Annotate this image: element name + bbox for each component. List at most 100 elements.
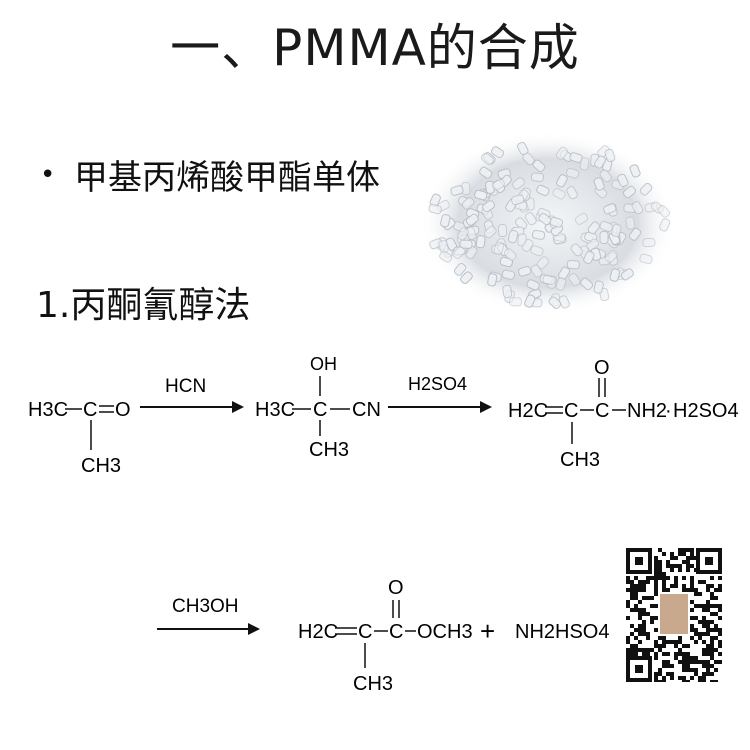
qr-module xyxy=(654,672,658,676)
mma-och3: OCH3 xyxy=(417,621,473,643)
qr-module xyxy=(634,636,638,640)
qr-module xyxy=(694,592,698,596)
qr-module xyxy=(690,624,694,628)
qr-module xyxy=(646,596,650,600)
qr-module xyxy=(710,664,714,668)
pellet xyxy=(565,167,580,179)
pellet xyxy=(631,201,644,215)
qr-module xyxy=(654,592,658,596)
qr-module xyxy=(630,648,634,652)
qr-module xyxy=(650,620,654,624)
pellet xyxy=(622,185,636,199)
qr-module xyxy=(670,584,674,588)
qr-module xyxy=(698,604,702,608)
qr-module xyxy=(694,656,698,660)
pellet xyxy=(526,279,540,291)
qr-module xyxy=(654,568,658,572)
qr-module xyxy=(706,628,710,632)
qr-module xyxy=(718,628,722,632)
qr-module xyxy=(662,644,666,648)
qr-module xyxy=(710,636,714,640)
qr-module xyxy=(714,660,718,664)
pellet xyxy=(450,185,464,196)
qr-module xyxy=(710,640,714,644)
qr-module xyxy=(662,660,666,664)
pellet xyxy=(512,177,526,190)
qr-module xyxy=(654,604,658,608)
qr-module xyxy=(690,676,694,680)
qr-module xyxy=(682,560,686,564)
qr-module xyxy=(654,676,658,680)
qr-module xyxy=(710,612,714,616)
qr-module xyxy=(638,628,642,632)
qr-module xyxy=(714,680,718,682)
qr-module xyxy=(686,556,690,560)
qr-module xyxy=(662,636,666,640)
pellet xyxy=(479,166,493,179)
acetone-ch3: CH3 xyxy=(81,455,121,477)
reaction-1: H3C C O CH3 HCN H3C C OH CN CH3 H2SO4 H2… xyxy=(28,354,739,477)
mma-structure: H2C C C O OCH3 CH3 xyxy=(298,577,473,695)
qr-module xyxy=(706,632,710,636)
pellet xyxy=(629,164,641,178)
qr-module xyxy=(690,548,694,552)
pellet xyxy=(617,173,629,188)
qr-module xyxy=(718,588,722,592)
qr-module xyxy=(682,664,686,668)
qr-code-image xyxy=(626,548,722,682)
qr-module xyxy=(698,636,702,640)
bullet-text: 甲基丙烯酸甲酯单体 xyxy=(74,158,380,198)
qr-module xyxy=(638,632,642,636)
pellet xyxy=(538,213,552,226)
qr-module xyxy=(690,668,694,672)
qr-module xyxy=(626,636,630,640)
qr-module xyxy=(658,644,662,648)
qr-module xyxy=(690,556,694,560)
qr-module xyxy=(694,628,698,632)
qr-module xyxy=(706,588,710,592)
qr-module xyxy=(690,584,694,588)
qr-module xyxy=(634,648,638,652)
qr-module xyxy=(678,660,682,664)
pellet xyxy=(659,218,671,232)
pellet xyxy=(497,223,508,238)
pellet xyxy=(524,212,537,226)
qr-module xyxy=(642,588,646,592)
qr-module xyxy=(718,604,722,608)
qr-module xyxy=(682,668,686,672)
qr-module xyxy=(658,560,662,564)
qr-module xyxy=(714,596,718,600)
qr-module xyxy=(658,648,662,652)
qr-module xyxy=(670,552,674,556)
qr-module xyxy=(682,660,686,664)
pellet xyxy=(530,172,545,182)
qr-module xyxy=(634,584,638,588)
pmma-pellets-image xyxy=(420,131,676,315)
qr-module xyxy=(650,616,654,620)
pellet xyxy=(628,227,642,241)
qr-module xyxy=(678,548,682,552)
qr-module xyxy=(634,588,638,592)
cyanohydrin-oh: OH xyxy=(310,354,337,374)
qr-module xyxy=(694,604,698,608)
pellet xyxy=(599,220,613,232)
qr-module xyxy=(686,588,690,592)
qr-module xyxy=(710,596,714,600)
qr-module xyxy=(718,584,722,588)
amide-h2c: H2C xyxy=(508,400,548,422)
pellet xyxy=(642,237,656,248)
qr-module xyxy=(626,576,630,580)
qr-module xyxy=(630,624,634,628)
qr-module xyxy=(702,580,706,584)
pellet xyxy=(586,238,600,251)
qr-module xyxy=(690,616,694,620)
qr-module xyxy=(706,672,710,676)
qr-module xyxy=(662,588,666,592)
qr-module xyxy=(626,616,630,620)
qr-module xyxy=(638,588,642,592)
qr-module xyxy=(646,652,650,656)
qr-module xyxy=(650,648,654,652)
qr-module xyxy=(658,564,662,568)
bullet-dot: • xyxy=(40,160,56,190)
pellet xyxy=(555,146,568,160)
